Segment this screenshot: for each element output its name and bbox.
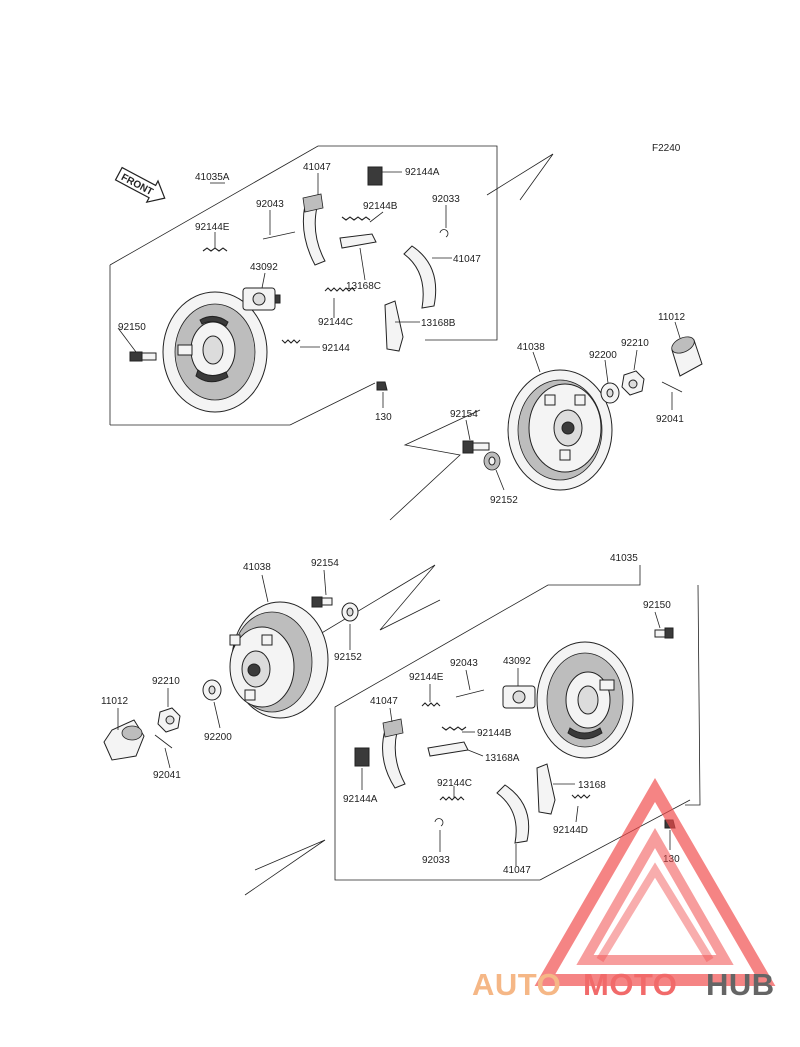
callout-label: 13168A xyxy=(485,753,520,764)
callout-label: 13168 xyxy=(578,780,606,791)
backing-plate-lower xyxy=(536,641,634,759)
upper-drum-assembly xyxy=(389,321,703,521)
backing-plate-upper xyxy=(162,291,268,413)
callout-label: 92144B xyxy=(477,728,512,739)
watermark-word-hub: HUB xyxy=(706,967,775,1002)
callout-label: 43092 xyxy=(250,262,278,273)
callout-label: 92150 xyxy=(643,600,671,611)
callout-label: 41035A xyxy=(195,172,230,183)
callout-label: 92144C xyxy=(437,778,472,789)
callout-label: 92200 xyxy=(589,350,617,361)
callout-label: 92200 xyxy=(204,732,232,743)
callout-label: 13168C xyxy=(346,281,381,292)
upper-brake-assembly xyxy=(109,145,554,426)
lower-drum-assembly xyxy=(103,564,441,769)
callout-label: 92144A xyxy=(343,794,378,805)
lower-brake-assembly xyxy=(244,565,701,896)
callout-label: 41047 xyxy=(303,162,331,173)
callout-label: 92144B xyxy=(363,201,398,212)
callout-label: 92144E xyxy=(195,222,230,233)
watermark-word-moto: MOTO xyxy=(583,967,677,1002)
callout-label: 92152 xyxy=(334,652,362,663)
callout-label: 92043 xyxy=(256,199,284,210)
callout-label: 41047 xyxy=(453,254,481,265)
callout-label: 92041 xyxy=(153,770,181,781)
watermark-logo: AUTO MOTO HUB xyxy=(472,778,776,1002)
callout-label: 92210 xyxy=(621,338,649,349)
callout-label: 11012 xyxy=(101,696,129,707)
callout-label: 41047 xyxy=(503,865,531,876)
callout-label: 92041 xyxy=(656,414,684,425)
callout-label: 92033 xyxy=(432,194,460,205)
callout-label: 92144C xyxy=(318,317,353,328)
callout-label: 92152 xyxy=(490,495,518,506)
figure-code: F2240 xyxy=(652,143,681,154)
callout-label: 92150 xyxy=(118,322,146,333)
callout-label: 92043 xyxy=(450,658,478,669)
callout-label: 11012 xyxy=(658,312,686,323)
callout-label: 92144E xyxy=(409,672,444,683)
callout-label: 92144D xyxy=(553,825,588,836)
bolt-92150-upper xyxy=(129,351,157,362)
callout-label: 92144 xyxy=(322,343,350,354)
front-arrow-icon: FRONT xyxy=(114,166,166,204)
callout-label: 92033 xyxy=(422,855,450,866)
callout-label: 41047 xyxy=(370,696,398,707)
wheel-cylinder-upper xyxy=(242,287,281,311)
callout-label: 41038 xyxy=(243,562,271,573)
watermark-triangle-icon xyxy=(534,778,776,986)
callout-label: 41038 xyxy=(517,342,545,353)
watermark-word-auto: AUTO xyxy=(472,967,561,1002)
callout-label: 92210 xyxy=(152,676,180,687)
callout-label: 13168B xyxy=(421,318,456,329)
callout-label: 130 xyxy=(375,412,392,423)
callout-label: 92154 xyxy=(450,409,478,420)
callout-label: 92144A xyxy=(405,167,440,178)
callout-label: 43092 xyxy=(503,656,531,667)
callout-label: 92154 xyxy=(311,558,339,569)
callout-label: 41035 xyxy=(610,553,638,564)
